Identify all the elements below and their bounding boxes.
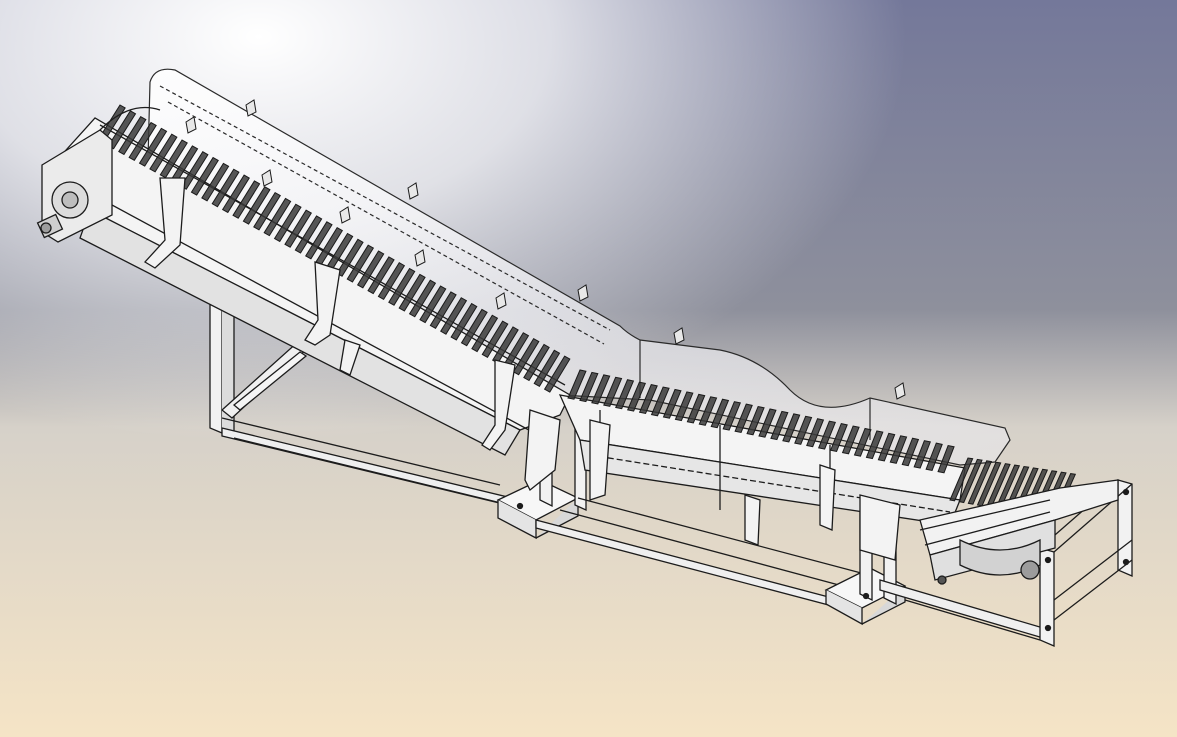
belt-cleat <box>523 343 550 382</box>
belt-cleat <box>429 291 457 330</box>
belt-cleat <box>877 432 896 462</box>
belt-cleat <box>889 435 908 464</box>
belt-cleat <box>180 151 209 190</box>
belt-cleat <box>460 308 488 347</box>
belt-cleat <box>305 221 333 260</box>
belt-cleat <box>543 355 571 393</box>
belt-cleat <box>138 127 168 167</box>
belt-cleat <box>273 203 302 243</box>
belt-cleat <box>686 393 706 424</box>
belt-cleat <box>336 238 364 277</box>
belt-cleat <box>419 285 447 324</box>
belt-cleat <box>806 418 825 448</box>
belt-cleat <box>626 381 647 412</box>
belt-cleat <box>149 133 178 173</box>
belt-cleat <box>408 279 437 318</box>
belt-cleat <box>128 121 157 161</box>
belt-cleat <box>284 209 313 248</box>
belt-cleat <box>770 410 789 441</box>
belt-cleat <box>471 314 499 353</box>
belt-cleat <box>512 337 540 376</box>
belt-cleat <box>377 262 406 301</box>
belt-cleat <box>346 244 375 283</box>
belt-cleat <box>698 396 718 426</box>
belt-cleat <box>388 267 416 306</box>
belt-cleats-horizontal <box>567 369 955 474</box>
belt-cleat <box>481 320 509 359</box>
belt-cleat <box>450 302 478 341</box>
belt-cleat <box>913 440 931 469</box>
belt-cleat <box>603 376 623 407</box>
belt-cleat <box>533 349 561 387</box>
belt-cleat <box>925 442 943 472</box>
belt-cleat <box>118 116 147 156</box>
belt-cleat <box>710 398 730 429</box>
belt-cleat <box>398 273 426 312</box>
guard-tabs <box>185 99 906 400</box>
belt-cleat <box>958 458 983 504</box>
belt-cleat <box>615 379 635 410</box>
belt-cleat <box>937 444 955 474</box>
belt-cleat <box>746 405 765 436</box>
belt-cleat <box>591 374 611 405</box>
belt-cleat <box>901 437 920 467</box>
belt-cleat <box>440 297 468 335</box>
belt-cleat <box>242 186 271 225</box>
belt-cleat <box>829 423 848 453</box>
belt-cleat <box>650 386 670 417</box>
drive-motor <box>36 106 161 243</box>
belt-cleat <box>818 420 836 450</box>
belt-cleat <box>211 168 240 208</box>
belt-cleat <box>758 408 777 438</box>
tail-pulley-section <box>919 479 1119 585</box>
belt-cleat <box>253 191 281 231</box>
belt-cleat <box>232 180 261 219</box>
belt-cleat <box>662 388 682 419</box>
belt-cleat <box>567 369 587 400</box>
belt-cleats-incline <box>97 104 571 393</box>
belt-cleat <box>734 403 753 434</box>
belt-cleat <box>782 413 801 443</box>
belt-cleat <box>949 457 974 502</box>
support-brackets <box>143 177 901 561</box>
belt-cleat <box>967 460 993 505</box>
belt-cleat <box>674 391 694 422</box>
belt-cleat <box>263 197 292 237</box>
belt-cleat <box>107 110 137 150</box>
belt-cleat <box>221 174 250 214</box>
belt-cleat <box>201 162 230 202</box>
belt-cleat <box>190 156 219 196</box>
belt-cleat <box>722 401 742 431</box>
belt-cleat <box>638 384 658 415</box>
belt-cleat <box>853 427 872 457</box>
belt-cleat <box>794 415 813 445</box>
belt-cleat <box>579 371 599 403</box>
belt-cleat <box>865 430 884 460</box>
belt-cleat <box>356 250 385 289</box>
support-frame <box>209 261 1133 647</box>
belt-cleat <box>367 256 395 295</box>
belt-cleat <box>841 425 860 455</box>
belt-cleat <box>294 215 323 254</box>
